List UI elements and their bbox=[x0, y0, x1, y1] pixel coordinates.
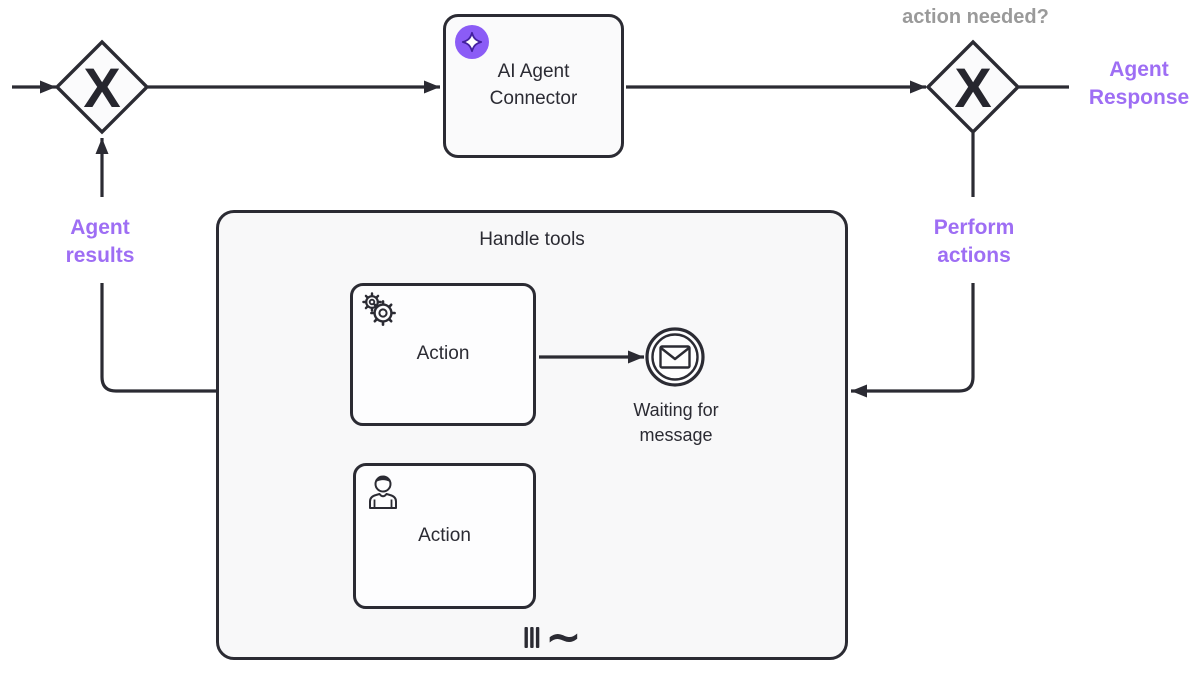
gateway-x-symbol: X bbox=[954, 56, 991, 119]
annotation-action-needed: action needed? bbox=[902, 6, 1049, 28]
ai-task-label: AI Agent Connector bbox=[489, 61, 578, 109]
annotation-agent-response: Agent Response bbox=[1088, 58, 1190, 109]
exclusive-gateway-left: X bbox=[54, 39, 150, 135]
task-ai-agent-connector: AI Agent Connector bbox=[443, 14, 624, 158]
task-action-service: Action bbox=[350, 283, 536, 426]
flow-perform-actions-into-subprocess bbox=[851, 283, 975, 398]
action-task-label: Action bbox=[416, 343, 470, 365]
annotation-agent-results: Agent results bbox=[65, 216, 135, 267]
flow-subprocess-out-lower bbox=[100, 283, 218, 393]
annotation-perform-actions: Perform actions bbox=[933, 216, 1015, 267]
gears-icon bbox=[362, 292, 396, 326]
message-event-label: Waiting for message bbox=[633, 400, 719, 445]
task-action-user: Action bbox=[353, 463, 536, 609]
exclusive-gateway-right: X bbox=[925, 39, 1021, 135]
person-icon bbox=[369, 475, 397, 509]
gateway-x-symbol: X bbox=[83, 56, 120, 119]
sparkle-icon bbox=[455, 25, 489, 59]
action-task-label: Action bbox=[418, 524, 471, 546]
subprocess-title: Handle tools bbox=[479, 229, 585, 250]
